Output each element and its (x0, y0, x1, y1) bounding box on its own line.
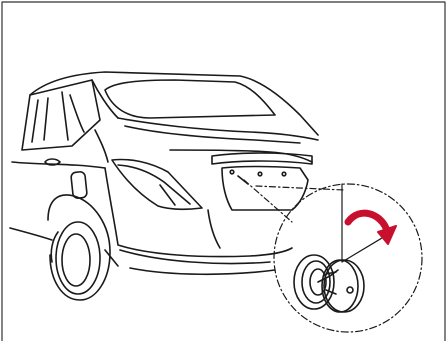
clockwise-arrow-icon (348, 213, 396, 244)
rear-wheel (48, 195, 110, 300)
leader-line (244, 180, 292, 222)
fuel-cap (71, 171, 88, 198)
side-window (22, 80, 100, 150)
car-body (10, 72, 318, 274)
license-plate-recess (222, 167, 308, 211)
rear-bumper (105, 168, 292, 257)
